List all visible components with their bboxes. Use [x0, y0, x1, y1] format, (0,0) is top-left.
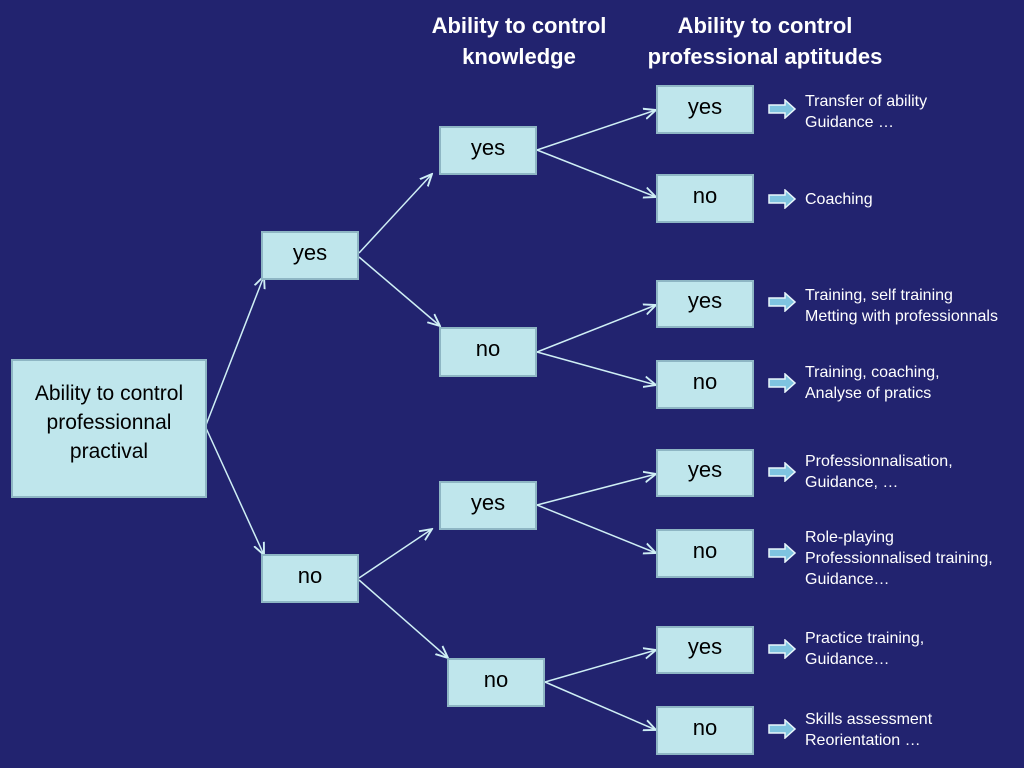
node-l1-yes: yes	[261, 231, 359, 280]
node-l3-4: no	[656, 360, 754, 409]
outcome-1: Transfer of ability Guidance …	[805, 93, 928, 131]
right-arrow-icon	[768, 292, 796, 312]
root-node: Ability to control professionnal practiv…	[11, 359, 207, 498]
edge-no-yes	[358, 529, 432, 579]
right-arrow-icon	[768, 639, 796, 659]
outcome-3: Training, self training Metting with pro…	[805, 287, 998, 325]
node-l3-2: no	[656, 174, 754, 223]
header-knowledge: Ability to control knowledge	[431, 13, 607, 69]
outcome-4: Training, coaching, Analyse of pratics	[805, 364, 940, 402]
node-l3-6: no	[656, 529, 754, 578]
edge-l2-1-no	[536, 149, 656, 197]
edge-l2-1-yes	[536, 110, 656, 151]
edge-l2-4-no	[544, 681, 656, 730]
node-l3-8: no	[656, 706, 754, 755]
edge-l2-4-yes	[544, 650, 656, 683]
edge-root-yes	[205, 276, 264, 426]
edge-l2-2-yes	[536, 305, 656, 353]
node-l3-5: yes	[656, 449, 754, 497]
right-arrow-icon	[768, 719, 796, 739]
outcome-5: Professionnalisation, Guidance, …	[805, 453, 953, 491]
node-l2-no-no: no	[447, 658, 545, 707]
node-l2-yes-yes: yes	[439, 126, 537, 175]
edge-l2-3-yes	[536, 474, 656, 506]
right-arrow-icon	[768, 543, 796, 563]
outcome-8: Skills assessment Reorientation …	[805, 711, 933, 749]
node-l3-7: yes	[656, 626, 754, 674]
edge-no-no	[358, 579, 448, 658]
node-l1-no: no	[261, 554, 359, 603]
edge-yes-yes	[358, 174, 432, 254]
edge-yes-no	[358, 256, 440, 326]
outcome-6: Role-playing Professionnalised training,…	[805, 529, 993, 588]
right-arrow-icon	[768, 373, 796, 393]
edge-root-no	[205, 427, 264, 555]
header-aptitudes: Ability to control professional aptitude…	[647, 13, 883, 69]
outcome-7: Practice training, Guidance…	[805, 630, 925, 668]
edge-l2-3-no	[536, 504, 656, 553]
right-arrow-icon	[768, 462, 796, 482]
right-arrow-icon	[768, 189, 796, 209]
node-l2-yes-no: no	[439, 327, 537, 377]
node-l3-1: yes	[656, 85, 754, 134]
node-l3-3: yes	[656, 280, 754, 328]
outcome-2: Coaching	[805, 191, 873, 208]
edge-l2-2-no	[536, 351, 656, 385]
node-l2-no-yes: yes	[439, 481, 537, 530]
right-arrow-icon	[768, 99, 796, 119]
